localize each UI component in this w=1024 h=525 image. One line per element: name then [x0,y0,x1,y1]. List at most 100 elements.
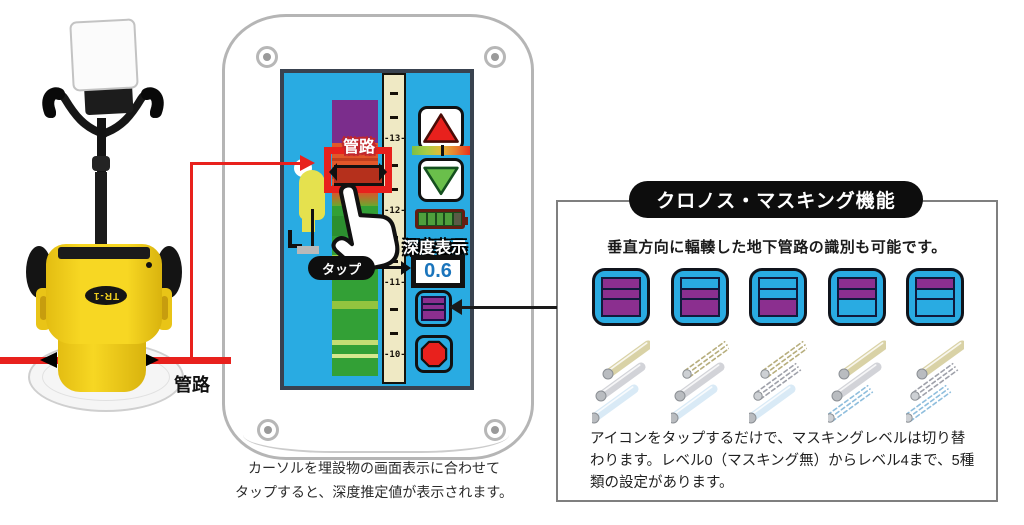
mask-band-purple [423,309,444,319]
ruler-tick [390,116,398,119]
down-triangle-icon [423,166,459,196]
tablet-enclosure: 管路 -13--12--11--10- 深度表示 0.6 [222,14,534,460]
masking-icon-inner [915,277,955,317]
handlebar [42,87,164,138]
pipes-under-level-0 [588,340,653,424]
masking-icon-level-4[interactable] [906,268,964,326]
green-stripe [332,340,378,345]
tap-arrow-line [376,266,403,269]
ruler-number: -10- [384,350,406,360]
panel-title: クロノス・マスキング機能 [656,191,896,212]
masking-icon-level-1[interactable] [670,268,729,326]
enclosure-bottom-line [243,435,509,453]
ruler-number: -12- [384,206,406,216]
pipes-under-level-4 [903,340,967,424]
device-pole-joint [92,156,110,171]
mask-band-purple [423,302,444,310]
ruler-tick [390,332,398,335]
connector-line-horizontal [190,162,302,165]
screen-pipe-tag: 管路 [342,139,375,156]
mask-band-purple [423,298,444,303]
masking-icon-inner [758,277,798,317]
tap-arrow-icon [401,261,411,275]
green-stripe [332,354,378,358]
ruler-tick [390,92,398,95]
panel-arrow-line [460,306,557,309]
device-monitor [69,18,139,92]
depth-value: 0.6 [424,260,452,282]
device-button-dot [146,262,152,268]
masking-icon-inner [836,277,877,317]
model-label: TR-1 [92,290,120,301]
pipe-echo-line [334,165,382,186]
masking-levels-row [592,268,964,326]
depth-display-label: 深度表示 [402,240,467,257]
mask-band-purple [603,298,639,315]
mask-band-cyan [917,287,953,299]
tap-callout: タップ [308,256,375,280]
masking-icon-inner [601,277,641,317]
stop-octagon-icon [420,340,448,368]
pipes-under-level-3 [824,340,888,424]
masking-icon-level-0[interactable] [592,268,650,326]
cursor-up-button[interactable] [418,106,464,151]
screw-bottom-left [257,419,279,441]
model-badge: TR-1 [85,286,127,305]
panel-subtitle: 垂直方向に輻輳した地下管路の識別も可能です。 [607,239,947,256]
pipes-under-level-1 [667,340,730,424]
masking-icon-level-2[interactable] [749,268,807,326]
panel-description: アイコンをタップするだけで、マスキングレベルは切り替わります。レベル0（マスキン… [590,431,975,492]
figure-plate [297,246,319,254]
device-pole-lower [95,172,107,258]
screw-top-right [484,46,506,68]
panel-title-badge: クロノス・マスキング機能 [629,181,923,218]
sweep-left-arrow-icon [40,352,57,368]
masking-icon-level-3[interactable] [827,268,886,326]
sweep-right-arrow-icon [142,352,159,368]
figure-bracket [288,230,302,248]
screw-bottom-right [484,419,506,441]
mask-band-purple [838,287,875,299]
ground-pipe-label: 管路 [174,375,210,395]
figure-pole [311,209,314,247]
mask-band-purple [760,298,796,315]
mask-band-purple [603,287,639,299]
ruler-number: -11- [384,278,406,288]
mask-band-purple [681,298,718,315]
caption-line-1: カーソルを埋設物の画面表示に合わせて [248,460,500,476]
echo-cap-left [329,163,337,181]
radar-screen: 管路 -13--12--11--10- 深度表示 0.6 [280,69,474,390]
device-top-strip [58,247,150,259]
masking-level-icon [421,296,446,321]
gradient-marker [441,145,444,156]
green-stripe [332,301,378,309]
screw-top-left [256,46,278,68]
ruler-tick [390,164,398,167]
mask-band-cyan [917,298,953,315]
tap-label: タップ [321,261,361,277]
ruler-tick [390,308,398,311]
stop-button[interactable] [415,335,453,373]
masking-panel: 垂直方向に輻輳した地下管路の識別も可能です。 アイコンをタップするだけで、マスキ… [556,200,998,502]
pipes-illustration-row [588,340,967,424]
mask-band-purple [603,279,639,288]
connector-arrow-icon [300,155,315,171]
pipes-under-level-2 [745,340,809,424]
up-triangle-icon [423,112,459,143]
tablet-caption: カーソルを埋設物の画面表示に合わせて タップすると、深度推定値が表示されます。 [226,457,522,504]
mask-band-cyan [838,298,875,315]
tap-hand-icon [331,183,400,272]
mask-band-purple [681,287,718,299]
sensitivity-gradient-bar [412,145,470,156]
mask-band-cyan [681,279,718,288]
masking-level-button[interactable] [415,290,452,327]
cursor-down-button[interactable] [418,158,464,202]
panel-arrow-icon [449,299,462,315]
connector-line-vertical [190,164,193,360]
masking-icon-inner [679,277,720,317]
mask-band-purple [838,279,875,288]
caption-line-2: タップすると、深度推定値が表示されます。 [234,483,514,500]
pipe-highlight-box [324,147,392,193]
echo-cap-right [379,163,387,181]
